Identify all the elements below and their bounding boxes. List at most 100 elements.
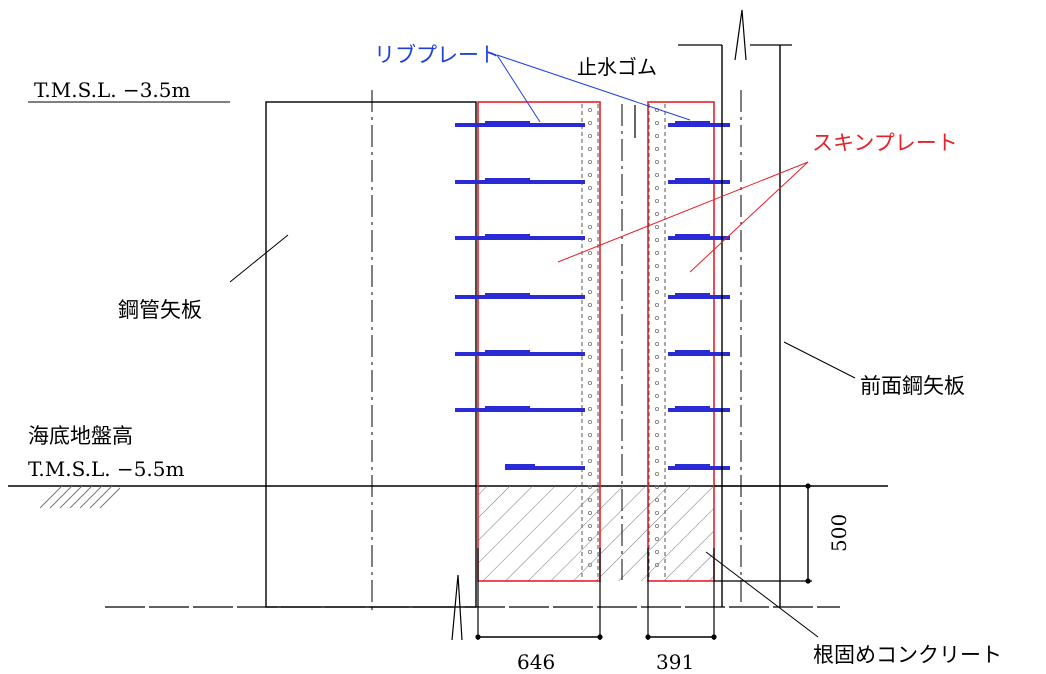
- rib-plate-left-5: [455, 352, 585, 356]
- rib-plate-right-flange-7: [675, 464, 710, 466]
- front-pile-leader: [783, 341, 856, 379]
- rib-plate-left-3: [455, 236, 585, 240]
- bolt-dot: [655, 159, 660, 164]
- bolt-dot: [588, 484, 593, 489]
- dim-646-left-dot: [475, 634, 481, 640]
- bolt-dot: [588, 419, 593, 424]
- rib-plate-left-flange-4: [485, 293, 530, 295]
- dim-500-top-dot: [805, 483, 811, 489]
- rib-plate-label: リブプレート: [374, 43, 500, 67]
- bolt-dot: [588, 406, 593, 411]
- bolt-dot: [588, 563, 593, 568]
- bolt-dot: [655, 198, 660, 203]
- rib-leader-1: [496, 54, 541, 123]
- bolt-dot: [588, 550, 593, 555]
- bolt-dot: [588, 146, 593, 151]
- bolt-dot: [655, 289, 660, 294]
- root-concrete-right: [648, 486, 714, 581]
- skin-plate-left: [477, 101, 601, 582]
- bolt-dot: [588, 510, 593, 515]
- top-break-mark: [734, 9, 747, 61]
- bottom-level-label: T.M.S.L. −5.5m: [28, 457, 185, 481]
- bolt-dot: [588, 432, 593, 437]
- bolt-dot: [655, 185, 660, 190]
- bolt-dot: [655, 276, 660, 281]
- rib-plate-right-flange-5: [675, 350, 710, 352]
- rib-plate-right-flange-4: [675, 293, 710, 295]
- rib-plate-left-4: [455, 295, 585, 299]
- bolt-dot: [655, 445, 660, 450]
- bolt-dot: [588, 289, 593, 294]
- bolt-dot: [588, 354, 593, 359]
- front-steel-sheet-pile-label: 前面鋼矢板: [860, 374, 965, 398]
- dim-391-left-dot: [645, 634, 651, 640]
- bolt-dot: [588, 302, 593, 307]
- skin-leader-1: [557, 161, 809, 263]
- bolt-dot: [588, 524, 593, 529]
- rib-plate-right-3: [668, 236, 730, 240]
- bolt-dot: [655, 315, 660, 320]
- bolt-dot: [655, 133, 660, 138]
- rib-plate-right-6: [668, 408, 730, 412]
- seabed-level-label: 海底地盤高: [28, 424, 133, 448]
- bolt-dot: [655, 237, 660, 242]
- bolt-dot: [655, 172, 660, 177]
- pipe-pile-leader: [229, 234, 289, 283]
- rib-plate-left-flange-7: [505, 464, 535, 466]
- skin-leader-2: [689, 161, 809, 273]
- bolt-dot: [655, 393, 660, 398]
- bolt-dots: [588, 108, 660, 568]
- rib-plate-left-flange-1: [485, 121, 530, 123]
- bolt-dot: [655, 419, 660, 424]
- rib-plate-right-1: [668, 123, 730, 127]
- bolt-dot: [588, 198, 593, 203]
- rib-plate-left-7: [505, 466, 585, 470]
- bolt-dot: [588, 133, 593, 138]
- steel-pipe-sheet-pile: [265, 101, 477, 608]
- bolt-dot: [588, 445, 593, 450]
- bolt-dot: [655, 524, 660, 529]
- dim-391-right-dot: [711, 634, 717, 640]
- bolt-dot: [655, 354, 660, 359]
- bolt-dot: [655, 563, 660, 568]
- bolt-dot: [655, 367, 660, 372]
- bolt-dot: [588, 328, 593, 333]
- bolt-dot: [588, 108, 593, 113]
- bolt-dot: [655, 250, 660, 255]
- bolt-dot: [588, 537, 593, 542]
- bolt-dot: [588, 393, 593, 398]
- rib-plate-right-7: [668, 466, 730, 470]
- rib-plate-right-4: [668, 295, 730, 299]
- bolt-dot: [655, 146, 660, 151]
- top-level-label: T.M.S.L. −3.5m: [34, 78, 191, 102]
- bolt-dot: [655, 510, 660, 515]
- skin-plate-label: スキンプレート: [812, 131, 958, 155]
- bolt-dot: [655, 432, 660, 437]
- rib-plate-left-flange-2: [485, 178, 530, 180]
- bolt-dot: [655, 380, 660, 385]
- bolt-dot: [588, 237, 593, 242]
- dim-500-label: 500: [827, 514, 851, 552]
- dim-500-bottom-dot: [805, 578, 811, 584]
- bolt-dot: [588, 471, 593, 476]
- bolt-dot: [588, 380, 593, 385]
- rib-plate-left-flange-3: [485, 234, 530, 236]
- steel-pipe-sheet-pile-label: 鋼管矢板: [118, 298, 202, 322]
- rib-plate-right-2: [668, 180, 730, 184]
- bolt-dot: [655, 328, 660, 333]
- seabed-hatch: [40, 486, 120, 508]
- bolt-dot: [588, 211, 593, 216]
- bolt-dot: [655, 471, 660, 476]
- rib-plate-left-6: [455, 408, 585, 412]
- rib-plate-right-flange-6: [675, 406, 710, 408]
- bolt-dot: [588, 159, 593, 164]
- bolt-dot: [655, 341, 660, 346]
- rib-plate-right-flange-2: [675, 178, 710, 180]
- dim-646-right-dot: [597, 634, 603, 640]
- bolt-dot: [588, 276, 593, 281]
- rib-plate-left-flange-6: [485, 406, 530, 408]
- bolt-dot: [588, 367, 593, 372]
- bolt-dot: [655, 302, 660, 307]
- rib-plate-right-5: [668, 352, 730, 356]
- dim-646-label: 646: [517, 650, 555, 674]
